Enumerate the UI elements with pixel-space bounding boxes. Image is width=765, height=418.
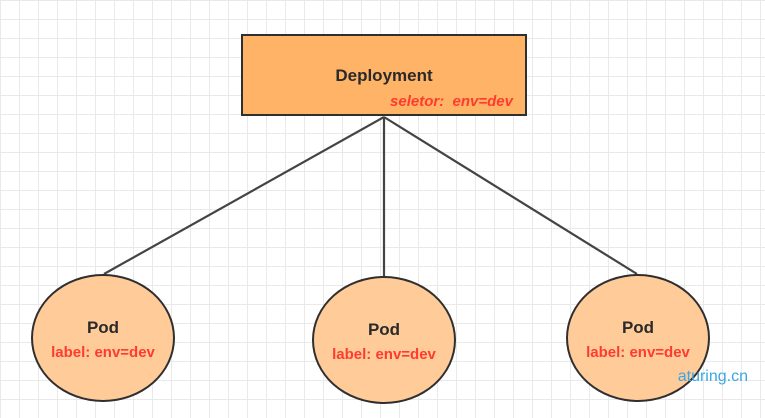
connector-deployment-pod-3: [383, 116, 638, 275]
deployment-selector: seletor: env=dev: [390, 93, 513, 110]
deployment-title: Deployment: [335, 66, 433, 85]
pod-node-2: Pod label: env=dev: [312, 276, 456, 404]
pod-label: label: env=dev: [51, 344, 155, 361]
pod-label: label: env=dev: [332, 346, 436, 363]
pod-node-3: Pod label: env=dev: [566, 274, 710, 402]
pod-title: Pod: [621, 318, 655, 337]
connector-deployment-pod-1: [103, 116, 385, 275]
pod-title: Pod: [86, 318, 120, 337]
watermark-text: aturing.cn: [677, 368, 748, 385]
pod-title: Pod: [367, 320, 401, 339]
deployment-node: Deployment seletor: env=dev: [241, 34, 527, 116]
pod-node-1: Pod label: env=dev: [31, 274, 175, 402]
pod-label: label: env=dev: [586, 344, 690, 361]
